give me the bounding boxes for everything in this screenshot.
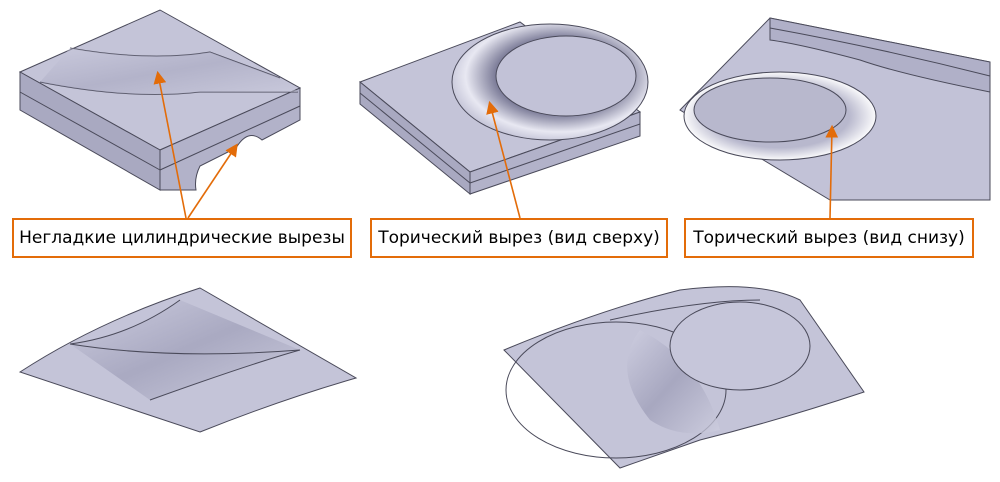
- block1-cut-edge-upper: [69, 47, 281, 79]
- block3-torus-center: [693, 77, 847, 143]
- arrow-cyl-2: [187, 143, 238, 219]
- block2-layer-line-right: [469, 123, 641, 184]
- block2-torus-center-disc: [495, 35, 637, 117]
- surface-cylindrical: [18, 287, 358, 433]
- callout-cylindrical-cuts: Негладкие цилиндрические вырезы: [12, 218, 352, 258]
- surface2-edge: [609, 299, 761, 321]
- surface1-edge-a: [69, 299, 181, 345]
- model-toric-bottom: [679, 17, 991, 201]
- arrow-cyl-1: [153, 70, 187, 219]
- callout-toric-bottom-view: Торический вырез (вид снизу): [684, 218, 974, 258]
- surface1-edge-c: [69, 343, 301, 355]
- surface1-edge-b: [149, 349, 301, 401]
- block3-layer-line: [769, 27, 991, 77]
- block1-cylinder-shading: [40, 48, 298, 95]
- surface1-trough: [70, 300, 300, 400]
- model-toric-top: [359, 21, 649, 196]
- arrow-torus-bottom: [825, 124, 839, 219]
- surface2-groove: [627, 330, 720, 434]
- callout-toric-top-view: Торический вырез (вид сверху): [370, 218, 668, 258]
- surface2-large-circle: [505, 321, 727, 459]
- model-cylindrical-cuts: [18, 9, 302, 191]
- callout-arrows: [153, 70, 839, 219]
- block2-layer-line: [359, 92, 471, 184]
- block3-side-band: [769, 17, 991, 93]
- arrow-torus-top: [486, 100, 521, 219]
- block1-layer-line-right: [159, 105, 301, 171]
- surface2-small-circle: [669, 301, 811, 391]
- block1-layer-line: [19, 91, 161, 171]
- surface-toric: [503, 286, 865, 469]
